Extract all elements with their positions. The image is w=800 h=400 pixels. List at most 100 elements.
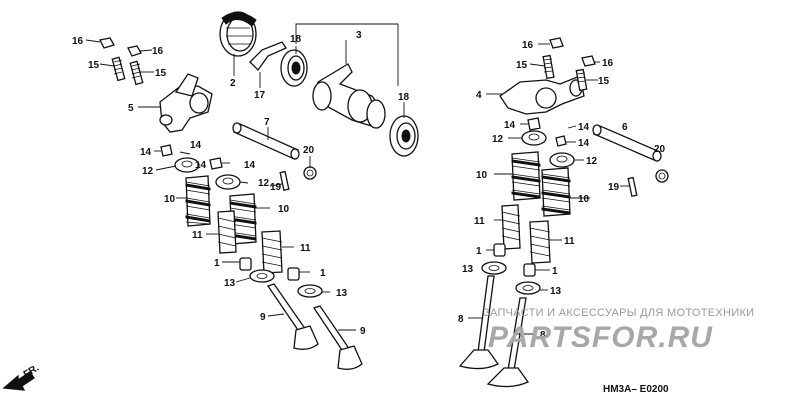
callout-5: 5 bbox=[128, 103, 134, 114]
callout-20: 20 bbox=[654, 144, 666, 155]
callout-11: 11 bbox=[300, 243, 311, 254]
watermark-logo: PARTSFOR.RU bbox=[488, 321, 713, 354]
rocker-arm-5 bbox=[159, 73, 213, 133]
spring-seat-13-left-b bbox=[297, 284, 323, 298]
callout-14: 14 bbox=[195, 160, 207, 171]
valve-cotter-14-right bbox=[527, 117, 567, 147]
rocker-arm-4 bbox=[499, 75, 585, 115]
cam-sprocket-2 bbox=[219, 11, 257, 57]
callout-13: 13 bbox=[550, 286, 562, 297]
valve-9-left-b bbox=[312, 305, 363, 370]
inner-valve-spring-11-left-b bbox=[261, 230, 283, 274]
callout-11: 11 bbox=[474, 216, 485, 227]
callout-18: 18 bbox=[290, 34, 302, 45]
outer-valve-spring-10-left-a bbox=[185, 175, 211, 227]
callout-2: 2 bbox=[230, 78, 236, 89]
callout-14: 14 bbox=[140, 147, 152, 158]
callout-11: 11 bbox=[192, 230, 203, 241]
spring-retainer-12-left-a bbox=[174, 157, 200, 173]
callout-16: 16 bbox=[72, 36, 84, 47]
adjust-nut-16-left-a bbox=[99, 37, 115, 49]
valve-stem-seal-1-left-a bbox=[239, 257, 252, 271]
rocker-shaft-7 bbox=[232, 122, 300, 160]
callout-15: 15 bbox=[155, 68, 167, 79]
callout-8: 8 bbox=[458, 314, 464, 325]
leader-lines bbox=[85, 23, 630, 335]
callout-10: 10 bbox=[164, 194, 176, 205]
spring-retainer-12-left-b bbox=[215, 174, 241, 190]
callout-13: 13 bbox=[462, 264, 474, 275]
callout-12: 12 bbox=[492, 134, 504, 145]
adjust-nut-16-right-a bbox=[549, 37, 564, 49]
adjust-screw-15-right-a bbox=[542, 54, 555, 80]
callout-12: 12 bbox=[258, 178, 270, 189]
callout-12: 12 bbox=[142, 166, 154, 177]
callout-18: 18 bbox=[398, 92, 410, 103]
callout-14: 14 bbox=[190, 140, 202, 151]
callout-10: 10 bbox=[578, 194, 590, 205]
valve-8-right-a bbox=[458, 275, 499, 370]
adjust-screw-15-right-b bbox=[575, 68, 588, 92]
o-ring-20-left bbox=[303, 166, 317, 180]
inner-valve-spring-11-right-b bbox=[529, 220, 551, 264]
callout-16: 16 bbox=[522, 40, 534, 51]
callout-labels: 16 16 15 15 5 14 14 14 14 12 12 10 10 11… bbox=[72, 30, 666, 341]
inner-valve-spring-11-left-a bbox=[217, 210, 237, 254]
outer-valve-spring-10-right-a bbox=[511, 151, 541, 201]
callout-19: 19 bbox=[270, 182, 282, 193]
callout-4: 4 bbox=[476, 90, 482, 101]
rocker-shaft-6 bbox=[592, 124, 662, 162]
callout-11: 11 bbox=[564, 236, 575, 247]
callout-1: 1 bbox=[552, 266, 558, 277]
adjust-nut-16-left-b bbox=[127, 45, 142, 57]
callout-1: 1 bbox=[476, 246, 482, 257]
callout-7: 7 bbox=[264, 117, 270, 128]
callout-3: 3 bbox=[356, 30, 362, 41]
callout-15: 15 bbox=[598, 76, 610, 87]
spring-retainer-12-right-a bbox=[521, 130, 547, 146]
callout-14: 14 bbox=[578, 122, 590, 133]
spring-seat-13-right-a bbox=[481, 261, 507, 275]
callout-13: 13 bbox=[336, 288, 348, 299]
inner-valve-spring-11-right-a bbox=[501, 204, 521, 250]
o-ring-20-right bbox=[655, 169, 669, 183]
adjust-nut-16-right-b bbox=[581, 55, 596, 67]
valve-stem-seal-1-right-b bbox=[523, 263, 536, 277]
callout-1: 1 bbox=[320, 268, 326, 279]
bracket-17 bbox=[249, 41, 287, 72]
front-direction-arrow: FR. bbox=[2, 363, 41, 391]
callout-16: 16 bbox=[602, 58, 614, 69]
callout-8: 8 bbox=[540, 330, 546, 341]
callout-9: 9 bbox=[360, 326, 366, 337]
adjust-screw-15-left-a bbox=[111, 56, 126, 82]
callout-15: 15 bbox=[88, 60, 100, 71]
callout-19: 19 bbox=[608, 182, 620, 193]
callout-13: 13 bbox=[224, 278, 236, 289]
dowel-pin-19-right bbox=[627, 176, 638, 197]
callout-14: 14 bbox=[504, 120, 516, 131]
callout-9: 9 bbox=[260, 312, 266, 323]
adjust-screw-15-left-b bbox=[129, 60, 144, 86]
callout-14: 14 bbox=[244, 160, 256, 171]
outer-valve-spring-10-right-b bbox=[541, 167, 571, 217]
diagram-code: HM3A– E0200 bbox=[603, 384, 669, 395]
valve-stem-seal-1-left-b bbox=[287, 267, 300, 281]
callout-1: 1 bbox=[214, 258, 220, 269]
callout-12: 12 bbox=[586, 156, 598, 167]
callout-14: 14 bbox=[578, 138, 590, 149]
spring-seat-13-right-b bbox=[515, 281, 541, 295]
spring-retainer-12-right-b bbox=[549, 152, 575, 168]
valve-9-left-a bbox=[266, 283, 319, 350]
bearing-18-bottom bbox=[389, 115, 419, 157]
callout-10: 10 bbox=[476, 170, 488, 181]
callout-15: 15 bbox=[516, 60, 528, 71]
callout-16: 16 bbox=[152, 46, 164, 57]
callout-6: 6 bbox=[622, 122, 628, 133]
valve-cotter-14-left bbox=[160, 144, 223, 170]
callout-20: 20 bbox=[303, 145, 315, 156]
spring-seat-13-left-a bbox=[249, 269, 275, 283]
watermark-text: ЗАПЧАСТИ И АКСЕССУАРЫ ДЛЯ МОТОТЕХНИКИ bbox=[483, 307, 754, 319]
callout-17: 17 bbox=[254, 90, 266, 101]
dowel-pin-19-left bbox=[279, 170, 290, 191]
